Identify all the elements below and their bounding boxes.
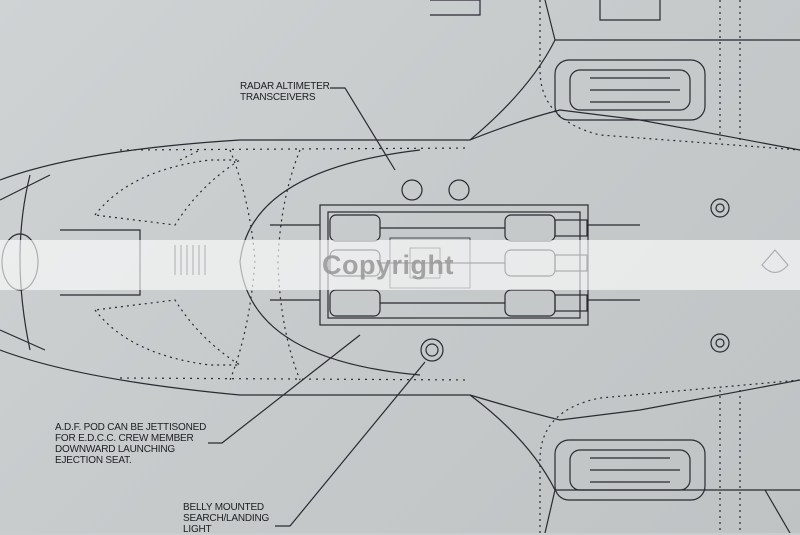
belly-light	[420, 338, 444, 362]
upper-engine-pod	[554, 59, 706, 121]
radar-leader	[330, 87, 396, 171]
lower-wing	[469, 394, 800, 533]
fuselage-outline	[0, 109, 800, 181]
radar-transceiver-1	[401, 179, 423, 201]
canopy-outline	[93, 159, 243, 226]
copyright-watermark: Copyright	[322, 250, 454, 280]
watermark-band	[0, 240, 800, 290]
belly-leader	[275, 361, 426, 527]
lower-engine-pod	[554, 439, 706, 501]
radar-transceiver-2	[448, 179, 470, 201]
upper-wing	[469, 0, 800, 141]
adf-leader	[208, 334, 361, 444]
